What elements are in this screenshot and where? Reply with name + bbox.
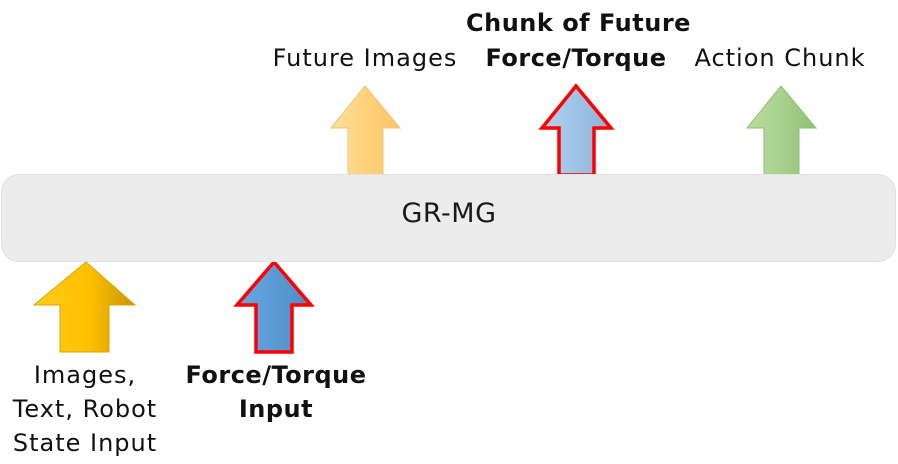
future-force-torque-label: Chunk of Future Force/Torque (466, 8, 691, 74)
future-images-label: Future Images (255, 43, 475, 74)
future-images-text: Future Images (272, 44, 458, 72)
action-chunk-arrow (745, 85, 818, 176)
future-images-arrow (329, 85, 402, 176)
future-force-torque-arrow (538, 83, 615, 177)
input-force-torque-label: Force/Torque Input (176, 358, 376, 426)
model-box (1, 174, 896, 262)
input-images-line3: State Input (12, 429, 158, 457)
future-force-torque-line2: Force/Torque (485, 44, 667, 72)
future-force-torque-line1: Chunk of Future (466, 9, 691, 37)
input-force-torque-arrow (233, 259, 315, 354)
action-chunk-label: Action Chunk (670, 43, 890, 74)
input-images-label: Images, Text, Robot State Input (0, 358, 175, 460)
action-chunk-text: Action Chunk (694, 44, 866, 72)
input-force-torque-line1: Force/Torque (185, 361, 367, 389)
input-images-arrow (32, 261, 137, 353)
input-images-line1: Images, (33, 361, 137, 389)
input-images-line2: Text, Robot (12, 395, 158, 423)
input-force-torque-line2: Input (238, 395, 314, 423)
model-label: GR-MG (401, 198, 497, 229)
